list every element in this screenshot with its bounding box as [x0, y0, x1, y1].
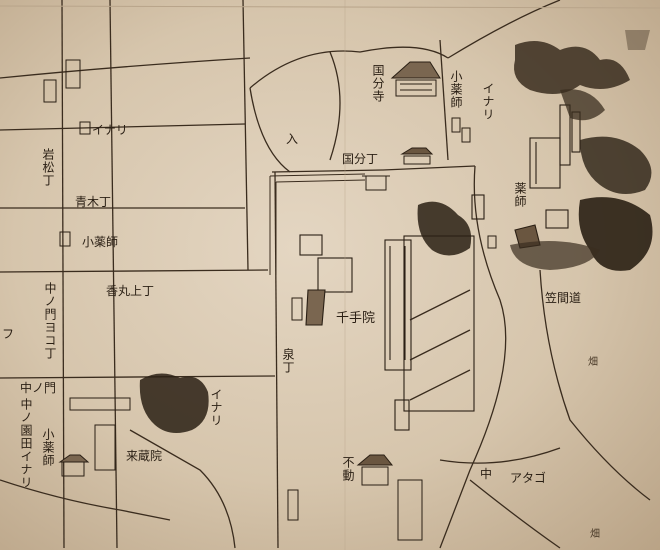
tree-clusters [139, 30, 653, 434]
street-line [469, 479, 561, 549]
kasamichi-label: 笠間道 [545, 291, 582, 305]
iri-label: 入 [286, 132, 299, 146]
street-line [447, 0, 561, 59]
senjuin-label: 千手院 [336, 311, 376, 326]
kokubuncho-gate [400, 147, 434, 165]
kokubunji-building [390, 61, 441, 97]
koyakushi-upper-label: 小薬師 [82, 235, 119, 249]
gate-small [362, 175, 390, 191]
street-line [109, 0, 118, 549]
fudo-label: 不動 [341, 456, 355, 482]
street-line [329, 51, 341, 161]
nakanomon-label: 中ノ門 [20, 381, 57, 395]
inari-top-label: イナリ [92, 123, 128, 137]
nakanomon-yokocho-label: 中ノ門ヨコ丁 [43, 282, 57, 360]
field-mark-2: 畑 [590, 529, 600, 540]
koyakushi-right-label: 小薬師 [449, 70, 463, 109]
kokubuncho-label: 国分丁 [342, 152, 379, 166]
yakushi-label: 薬師 [513, 182, 527, 208]
inari-bottom-label: 中ノ園田イナリ [19, 398, 33, 489]
field-mark-1: 畑 [588, 357, 598, 368]
kokubunji-label: 国分寺 [371, 64, 385, 103]
atago-label: アタゴ [510, 471, 547, 485]
road-edge [275, 179, 366, 183]
street-line [0, 269, 269, 273]
inari-center-label: イナリ [209, 388, 223, 427]
yakushi-complex [471, 104, 581, 249]
street-line [439, 165, 507, 549]
iwamatsu-label: 岩松丁 [41, 148, 55, 187]
inari-right-label: イナリ [481, 82, 495, 121]
street-line [129, 429, 236, 549]
street-line [242, 0, 249, 271]
koyakushi-lower-label: 小薬師 [41, 428, 55, 467]
kanamaru-kamicho-label: 香丸上丁 [106, 284, 155, 298]
street-line [0, 123, 246, 131]
street-line [539, 269, 651, 501]
street-line [271, 165, 476, 173]
street-line [409, 289, 471, 401]
street-line [0, 375, 276, 379]
street-line [439, 447, 561, 464]
street-line [61, 0, 65, 549]
jofukuin-label: 来蔵院 [126, 449, 163, 463]
fudo-building [356, 454, 423, 541]
kanji-fragment-left: フ [2, 327, 15, 341]
aoki-label: 青木丁 [75, 195, 112, 209]
road-edge [269, 173, 366, 177]
street-line [0, 479, 171, 521]
marker-posts [451, 117, 497, 249]
street-line [0, 57, 251, 79]
street-line [249, 87, 291, 173]
izumicho-label: 泉丁 [281, 348, 295, 374]
street-line [439, 39, 449, 161]
senjuin-complex [299, 234, 475, 431]
naka-label: 中 [480, 467, 493, 481]
left-shrines [43, 59, 303, 521]
street-line [249, 46, 449, 89]
